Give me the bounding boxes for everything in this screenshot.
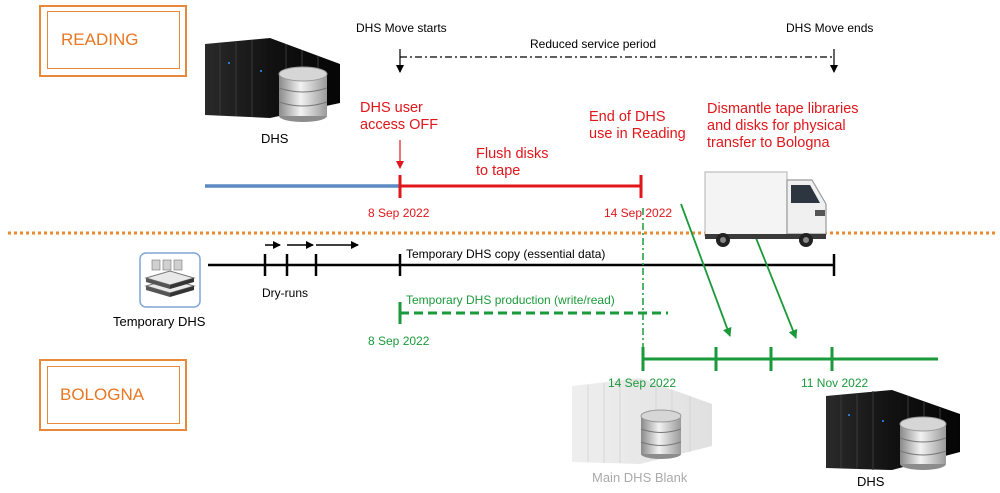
reading-site-box [39, 5, 187, 77]
date-sep14-bologna: 14 Sep 2022 [608, 376, 677, 390]
date-sep8-reading: 8 Sep 2022 [368, 206, 430, 220]
bologna-site-label: BOLOGNA [47, 366, 180, 424]
temp-copy-label: Temporary DHS copy (essential data) [406, 247, 606, 261]
storage-stack-icon [139, 252, 201, 308]
reading-database-icon [278, 66, 328, 122]
reading-site-label: READING [47, 11, 180, 69]
temporary-dhs-label: Temporary DHS [113, 314, 206, 329]
transfer-arrow-1 [680, 203, 732, 337]
reading-dhs-label: DHS [261, 131, 289, 146]
move-starts-label: DHS Move starts [356, 21, 447, 35]
dry-runs-label: Dry-runs [262, 286, 309, 300]
transfer-arrow-2 [751, 227, 798, 339]
reduced-service-label: Reduced service period [530, 37, 657, 51]
temp-production-label: Temporary DHS production (write/read) [406, 293, 615, 307]
date-sep8-temp: 8 Sep 2022 [368, 334, 430, 348]
date-sep14-reading: 14 Sep 2022 [604, 206, 673, 220]
end-use-label: End of DHS use in Reading [589, 109, 686, 142]
main-dhs-blank-database-icon [640, 409, 682, 459]
date-nov11-bologna: 11 Nov 2022 [801, 376, 869, 390]
reading-site-text: READING [61, 30, 139, 49]
bologna-dhs-label: DHS [857, 474, 885, 489]
main-dhs-blank-label: Main DHS Blank [592, 470, 688, 485]
bologna-database-icon [899, 416, 947, 470]
bologna-site-box [39, 359, 187, 431]
move-ends-label: DHS Move ends [786, 21, 874, 35]
access-off-label: DHS user access OFF [360, 100, 439, 133]
dismantle-label: Dismantle tape libraries and disks for p… [707, 101, 859, 151]
flush-label: Flush disks to tape [476, 146, 549, 179]
truck-icon [704, 171, 827, 247]
bologna-site-text: BOLOGNA [60, 385, 145, 404]
